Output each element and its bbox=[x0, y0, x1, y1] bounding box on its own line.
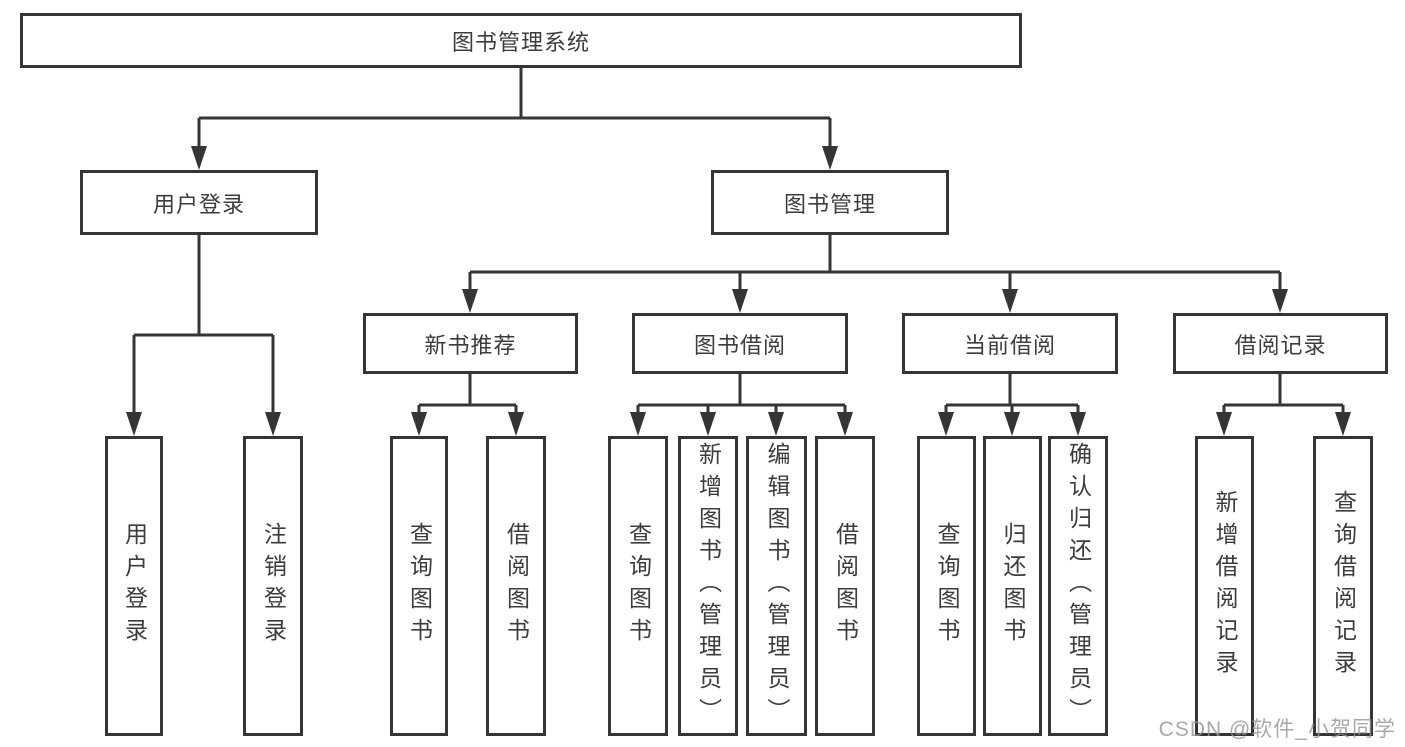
arrow-down-icon bbox=[1272, 289, 1288, 313]
node-current-borrow: 当前借阅 bbox=[902, 313, 1118, 374]
arrow-down-icon bbox=[1070, 412, 1086, 436]
connector-root-to-level2 bbox=[191, 68, 838, 170]
leaf-confirm-return-admin: 确认归还（管理员） bbox=[1048, 436, 1108, 736]
node-book-borrow: 图书借阅 bbox=[632, 313, 848, 374]
arrow-down-icon bbox=[411, 412, 427, 436]
arrow-down-icon bbox=[768, 412, 784, 436]
leaf-return-book: 归还图书 bbox=[983, 436, 1042, 736]
arrow-down-icon bbox=[191, 146, 207, 170]
leaf-label: 借阅图书 bbox=[503, 522, 530, 650]
leaf-add-borrow-record: 新增借阅记录 bbox=[1195, 436, 1254, 736]
arrow-down-icon bbox=[1335, 412, 1351, 436]
leaf-query-borrow-record: 查询借阅记录 bbox=[1313, 436, 1373, 736]
arrow-down-icon bbox=[630, 412, 646, 436]
connector-bookmgmt-to-level3 bbox=[462, 235, 1288, 313]
arrow-down-icon bbox=[837, 412, 853, 436]
leaf-user-login: 用户登录 bbox=[105, 436, 163, 736]
leaf-borrow-books-2: 借阅图书 bbox=[815, 436, 875, 736]
arrow-down-icon bbox=[938, 412, 954, 436]
node-borrow-records: 借阅记录 bbox=[1173, 313, 1388, 374]
arrow-down-icon bbox=[1002, 289, 1018, 313]
leaf-label: 查询图书 bbox=[934, 522, 960, 650]
arrow-down-icon bbox=[1004, 412, 1020, 436]
leaf-label: 查询借阅记录 bbox=[1330, 490, 1357, 682]
node-book-management: 图书管理 bbox=[711, 170, 949, 235]
connector-borrowrecord-to-leaves bbox=[1216, 374, 1351, 436]
arrow-down-icon bbox=[1216, 412, 1232, 436]
connector-bookborrow-to-leaves bbox=[630, 374, 853, 436]
node-root-library-system: 图书管理系统 bbox=[20, 13, 1022, 68]
connector-currentborrow-to-leaves bbox=[938, 374, 1086, 436]
arrow-down-icon bbox=[822, 146, 838, 170]
leaf-label: 查询图书 bbox=[625, 522, 652, 650]
leaf-label: 借阅图书 bbox=[832, 522, 859, 650]
arrow-down-icon bbox=[126, 412, 142, 436]
leaf-query-books-1: 查询图书 bbox=[390, 436, 448, 736]
node-new-book-recommend: 新书推荐 bbox=[363, 313, 578, 374]
leaf-query-books-2: 查询图书 bbox=[608, 436, 668, 736]
leaf-label: 编辑图书（管理员） bbox=[764, 442, 790, 730]
connector-newbook-to-leaves bbox=[411, 374, 524, 436]
connector-userlogin-to-leaves bbox=[126, 235, 281, 436]
leaf-add-book-admin: 新增图书（管理员） bbox=[678, 436, 738, 736]
leaf-label: 新增图书（管理员） bbox=[695, 442, 722, 730]
leaf-label: 新增借阅记录 bbox=[1212, 490, 1238, 682]
leaf-logout: 注销登录 bbox=[243, 436, 303, 736]
leaf-label: 确认归还（管理员） bbox=[1065, 442, 1092, 730]
leaf-label: 用户登录 bbox=[121, 522, 148, 650]
arrow-down-icon bbox=[462, 289, 478, 313]
leaf-label: 注销登录 bbox=[260, 522, 287, 650]
node-user-login: 用户登录 bbox=[80, 170, 318, 235]
arrow-down-icon bbox=[508, 412, 524, 436]
csdn-watermark: CSDN @软件_小贺同学 bbox=[1158, 718, 1396, 741]
leaf-query-books-3: 查询图书 bbox=[917, 436, 976, 736]
leaf-label: 查询图书 bbox=[406, 522, 433, 650]
leaf-label: 归还图书 bbox=[1000, 522, 1026, 650]
leaf-borrow-books-1: 借阅图书 bbox=[486, 436, 546, 736]
leaf-edit-book-admin: 编辑图书（管理员） bbox=[746, 436, 807, 736]
arrow-down-icon bbox=[265, 412, 281, 436]
arrow-down-icon bbox=[732, 289, 748, 313]
arrow-down-icon bbox=[700, 412, 716, 436]
